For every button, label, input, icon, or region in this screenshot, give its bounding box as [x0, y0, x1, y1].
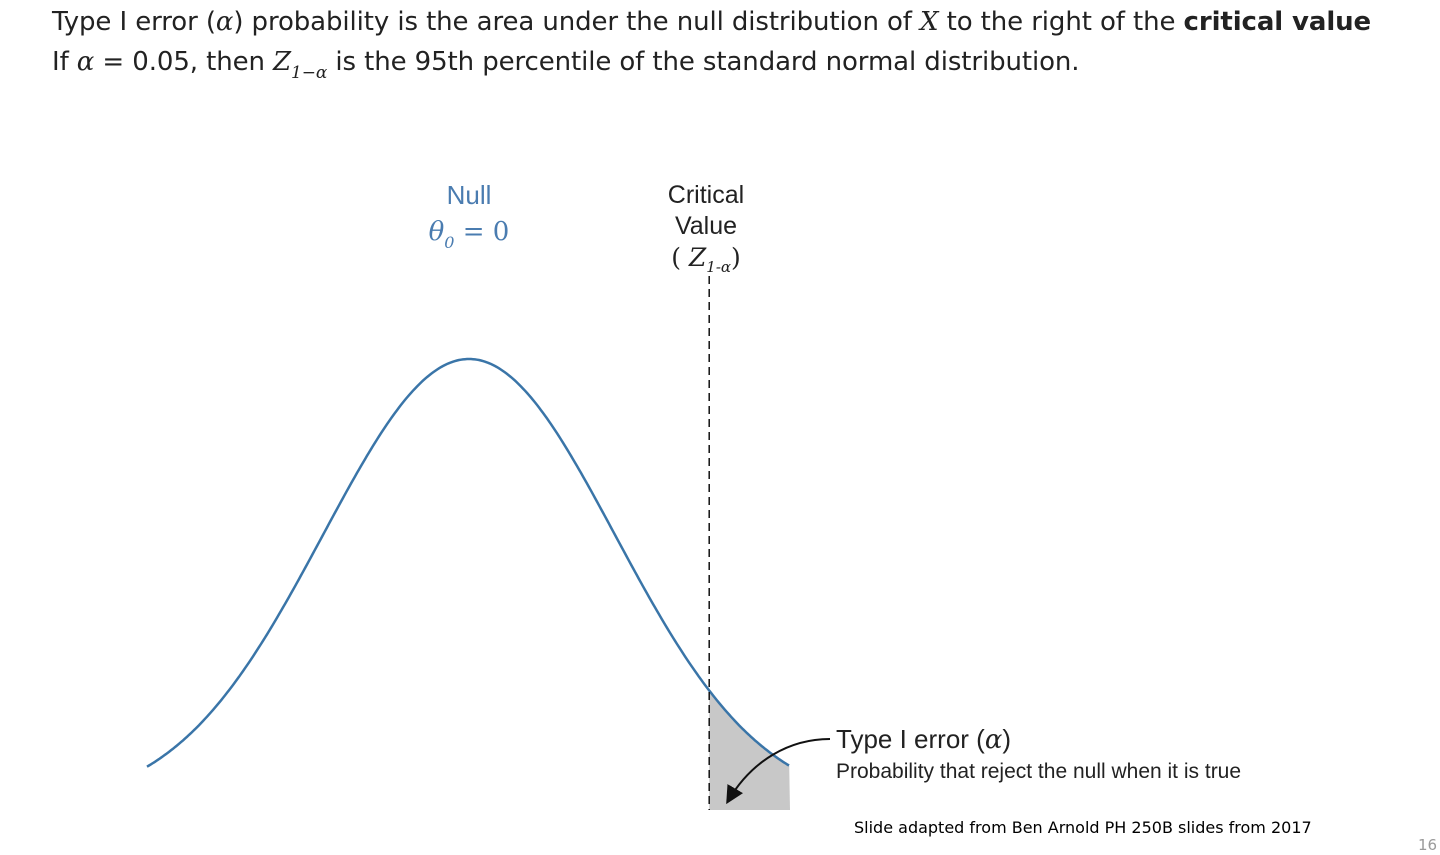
- critical-value-emphasis: critical value: [1183, 7, 1372, 37]
- null-label: Null: [447, 180, 492, 210]
- critical-value-label: Critical: [668, 181, 744, 209]
- header-line-1: Type I error (α) probability is the area…: [52, 2, 1432, 42]
- header-text: If: [52, 47, 77, 77]
- null-distribution-curve: [146, 357, 790, 768]
- annotation-arrow: [726, 738, 831, 805]
- header-text: ) probability is the area under the null…: [233, 7, 921, 37]
- z-symbol: Z: [273, 47, 291, 77]
- alpha-symbol: α: [215, 7, 234, 37]
- type-i-error-region: [709, 690, 790, 810]
- header-text: = 0.05, then: [94, 47, 274, 77]
- type-i-error-description: Probability that reject the null when it…: [836, 760, 1241, 783]
- header-line-2: If α = 0.05, then Z1−α is the 95th perce…: [52, 42, 1432, 85]
- page-number: 16: [1418, 836, 1438, 854]
- alpha-symbol: α: [76, 47, 95, 77]
- null-mean-label: θ0 = 0: [429, 217, 510, 252]
- header-text: is the 95th percentile of the standard n…: [327, 47, 1080, 77]
- z-subscript: 1−α: [290, 63, 328, 83]
- slide-header: Type I error (α) probability is the area…: [52, 2, 1432, 85]
- header-text: Type I error (: [52, 7, 216, 37]
- attribution-note: Slide adapted from Ben Arnold PH 250B sl…: [854, 818, 1312, 837]
- critical-z-label: ( Z1-α): [671, 243, 741, 276]
- critical-value-label-2: Value: [675, 212, 737, 240]
- header-text: to the right of the: [938, 7, 1184, 37]
- x-symbol: X: [920, 7, 939, 37]
- type-i-error-title: Type I error (α): [836, 724, 1011, 755]
